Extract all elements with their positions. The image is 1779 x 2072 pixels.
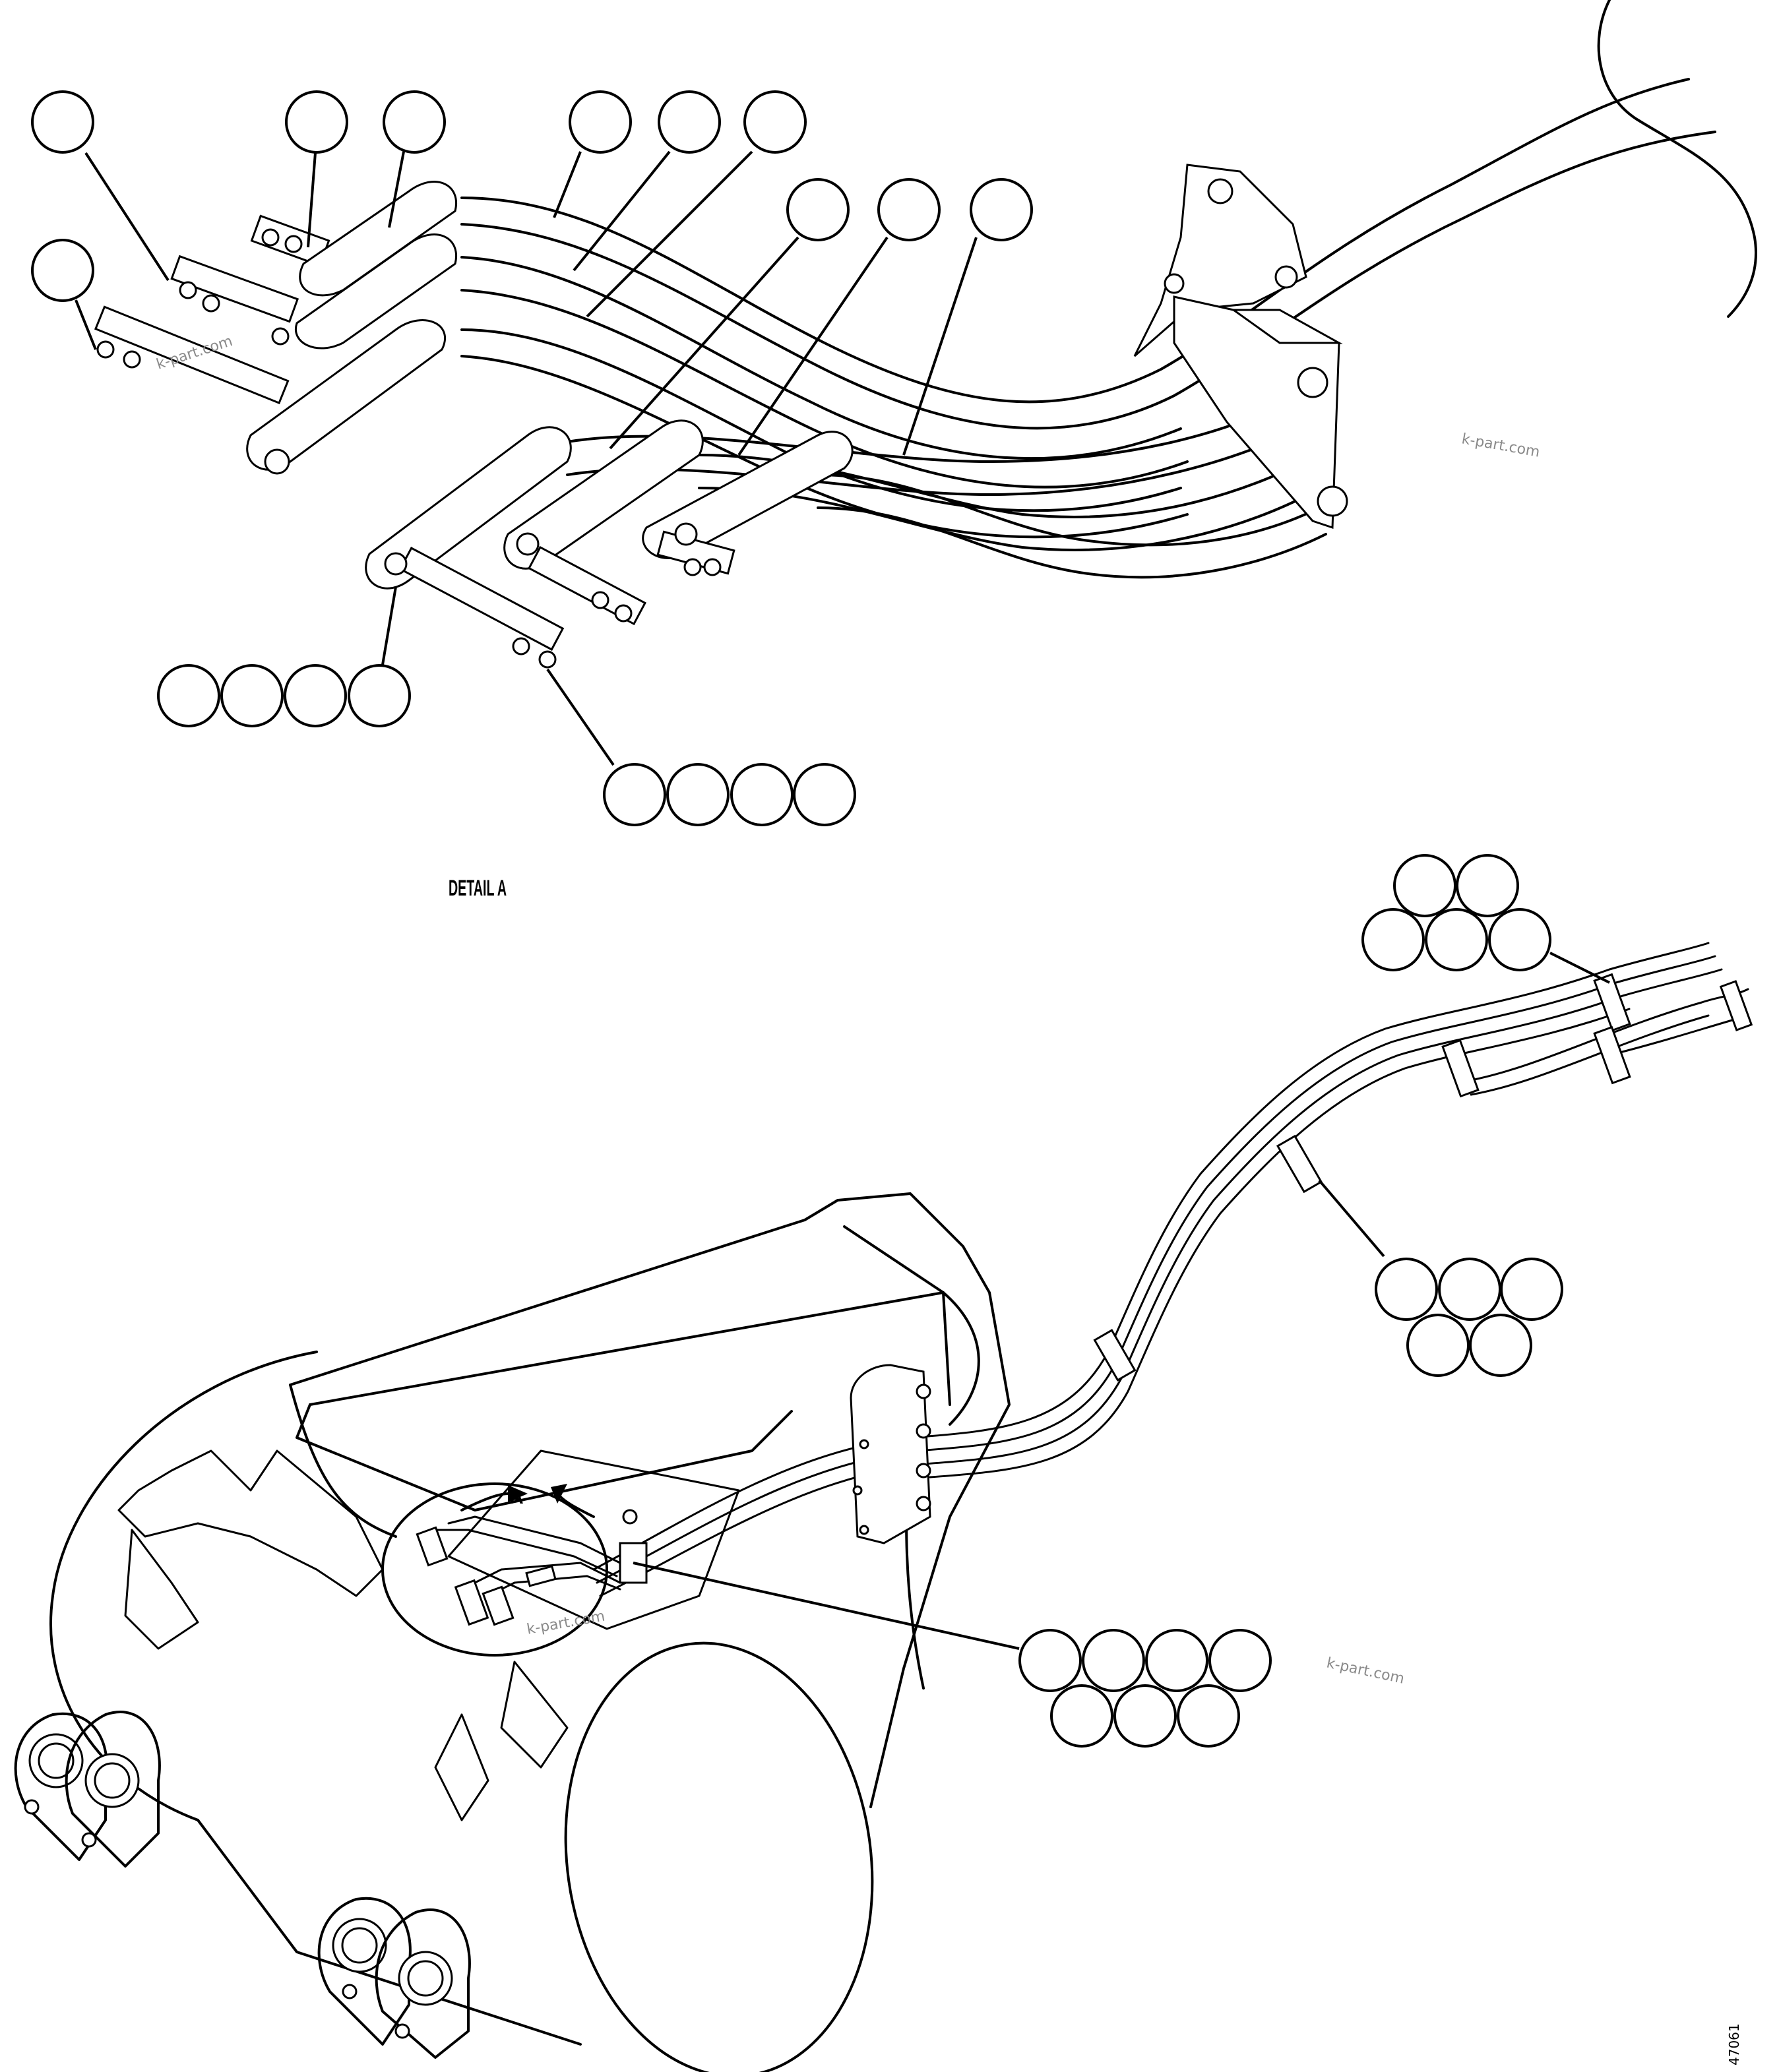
callout-balloon xyxy=(1050,1684,1113,1748)
rotary-housing-end xyxy=(564,1641,874,2072)
main-view-callouts xyxy=(633,854,1610,1748)
callout-balloon xyxy=(1469,1314,1532,1377)
callout-balloon xyxy=(220,664,284,727)
arm-body xyxy=(14,1192,1011,2072)
hose-clamp xyxy=(1441,1039,1480,1098)
callout-balloon xyxy=(658,90,721,154)
watermark: k-part.com xyxy=(1325,1655,1406,1687)
lower-clamp-group xyxy=(365,419,854,669)
callout-balloon xyxy=(1425,908,1488,971)
callout-balloon xyxy=(1406,1314,1470,1377)
watermark: k-part.com xyxy=(1460,431,1541,460)
detail-a-callouts xyxy=(31,90,1033,826)
callout-balloon xyxy=(1018,1629,1082,1692)
callout-balloon xyxy=(1113,1684,1177,1748)
callout-balloon xyxy=(569,90,632,154)
callout-balloon xyxy=(793,763,856,826)
lower-hose-bundle xyxy=(566,401,1334,579)
callout-balloon xyxy=(1145,1629,1208,1692)
callout-balloon xyxy=(743,90,807,154)
callout-balloon xyxy=(877,178,941,241)
callout-balloon xyxy=(1082,1629,1145,1692)
callout-balloon xyxy=(603,763,666,826)
callout-balloon xyxy=(730,763,794,826)
callout-balloon xyxy=(383,90,446,154)
callout-balloon xyxy=(1375,1258,1438,1321)
watermark: k-part.com xyxy=(526,1608,606,1637)
callout-balloon xyxy=(157,664,220,727)
frame-edge xyxy=(1597,0,1757,318)
callout-balloon xyxy=(1208,1629,1272,1692)
main-view: A xyxy=(14,854,1753,2072)
detail-a-view: DETAIL A xyxy=(31,0,1757,901)
hose-clamp xyxy=(1276,1134,1323,1194)
callout-balloon xyxy=(31,239,94,302)
mounting-lug xyxy=(14,1711,161,1868)
callout-balloon xyxy=(1438,1258,1501,1321)
drawing-code: 47061 xyxy=(1726,2023,1742,2065)
callout-balloon xyxy=(1393,854,1456,917)
callout-balloon xyxy=(284,664,347,727)
view-arrow-label: A xyxy=(509,1486,524,1508)
callout-balloon xyxy=(666,763,730,826)
hose-clamp xyxy=(1593,1025,1631,1085)
mounting-lug xyxy=(317,1897,471,2059)
callout-balloon xyxy=(1500,1258,1563,1321)
hose-clamp xyxy=(1719,980,1753,1031)
detail-a-circle: A xyxy=(381,1482,648,1657)
callout-balloon xyxy=(970,178,1033,241)
bulkhead-bracket xyxy=(1133,164,1348,530)
callout-balloon xyxy=(786,178,850,241)
callout-balloon xyxy=(1456,854,1519,917)
callout-balloon xyxy=(1177,1684,1240,1748)
callout-balloon xyxy=(285,90,348,154)
main-hose-routing xyxy=(592,942,1753,1597)
callout-balloon xyxy=(1488,908,1551,971)
hose-clamp xyxy=(1093,1329,1137,1382)
upper-clamp-group xyxy=(94,181,457,475)
bulkhead-plate xyxy=(850,1364,931,1544)
callout-balloon xyxy=(1361,908,1425,971)
callout-balloon xyxy=(348,664,411,727)
hose-clamp xyxy=(1593,973,1631,1032)
callout-balloon xyxy=(31,90,94,154)
detail-label: DETAIL A xyxy=(449,876,507,901)
